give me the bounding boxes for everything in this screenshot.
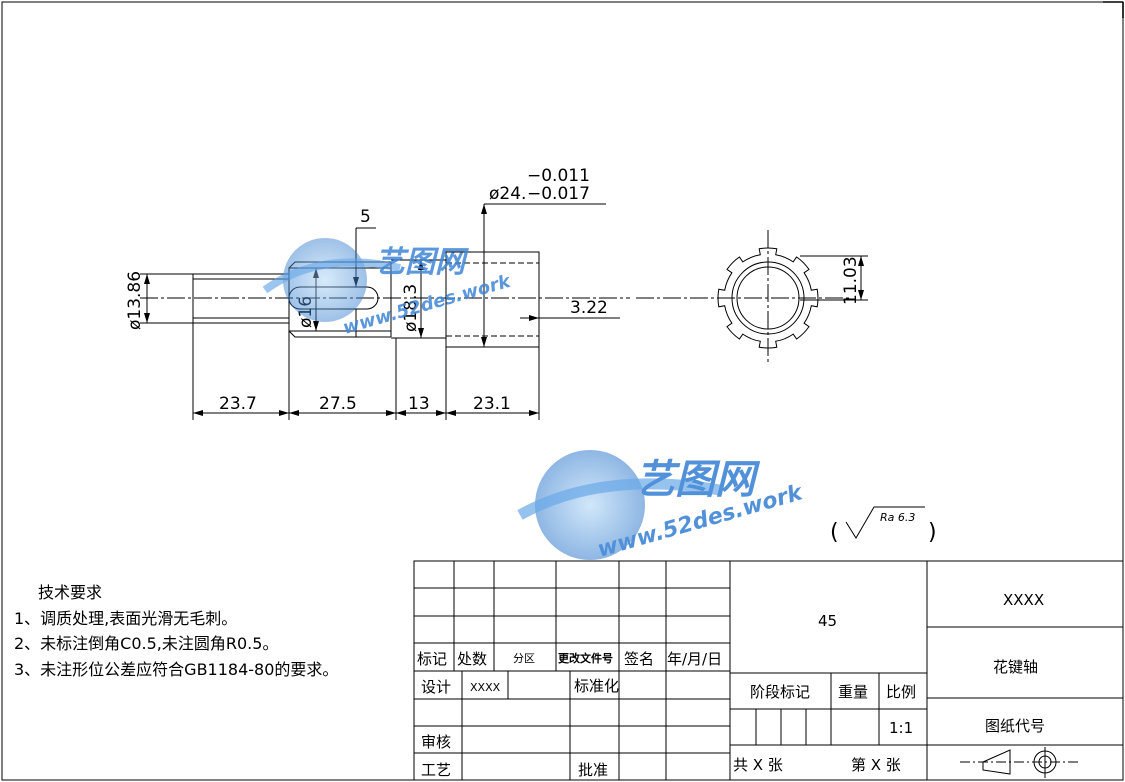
tb-label-process: 工艺: [421, 761, 451, 779]
projection-symbol: [960, 747, 1080, 778]
tech-req-item-3: 3、未注形位公差应符合GB1184-80的要求。: [14, 660, 338, 679]
dim-shaft-dia: ø13.86: [125, 271, 145, 330]
tb-label-mark: 标记: [417, 650, 447, 668]
roughness-value: Ra 6.3: [880, 511, 915, 524]
shaft-end-view: 11.03: [636, 230, 868, 365]
tb-label-sign: 签名: [624, 650, 654, 668]
tb-drawing-no-label: 图纸代号: [985, 717, 1045, 735]
tb-label-stage-mark: 阶段标记: [750, 683, 810, 701]
tech-req-item-2: 2、未标注倒角C0.5,未注圆角R0.5。: [14, 634, 278, 653]
watermark-brand-small: 艺图网: [375, 245, 469, 280]
dim-len-3: 13: [408, 394, 430, 414]
dim-body-dia: ø18.3: [401, 284, 421, 332]
tb-label-weight: 重量: [838, 683, 868, 701]
tech-req-item-1: 1、调质处理,表面光滑无毛刺。: [14, 609, 237, 628]
tb-label-scale: 比例: [886, 683, 916, 701]
dim-groove-depth: 3.22: [570, 298, 608, 318]
tb-label-count: 处数: [457, 650, 487, 668]
tb-label-design: 设计: [421, 678, 451, 696]
dim-tol-lower: −0.017: [527, 184, 590, 204]
tb-designer: XXXX: [470, 681, 501, 694]
tb-sheets: 共 X 张: [733, 756, 783, 774]
svg-text:(: (: [830, 520, 839, 545]
tb-company: XXXX: [1003, 591, 1044, 609]
dim-spline-dia: ø24.: [489, 184, 526, 204]
tech-requirements: 技术要求 1、调质处理,表面光滑无毛刺。 2、未标注倒角C0.5,未注圆角R0.…: [14, 583, 338, 679]
tb-label-standardize: 标准化: [574, 677, 619, 695]
svg-text:): ): [928, 520, 937, 545]
dim-len-2: 27.5: [319, 394, 357, 414]
tech-req-title: 技术要求: [38, 583, 102, 602]
dim-len-1: 23.7: [219, 394, 257, 414]
title-block: 标记 处数 分区 更改文件号 签名 年/月/日 设计 XXXX 标准化 审核 工…: [413, 560, 1124, 781]
tb-material: 45: [818, 612, 837, 630]
shaft-front-view: ø13.86 ø16 5 ø18.3 ø24. −0.017 −0.011 3.…: [125, 166, 630, 420]
tb-label-change-doc: 更改文件号: [558, 651, 613, 665]
tb-label-check: 审核: [421, 733, 451, 751]
tb-scale-value: 1:1: [889, 719, 913, 737]
roughness-symbol: ( Ra 6.3 ): [830, 506, 937, 545]
watermark-brand-large: 艺图网: [635, 457, 761, 503]
watermark-large: 艺图网 www.52des.work: [517, 450, 806, 563]
tb-label-approve: 批准: [578, 761, 608, 779]
dim-len-4: 23.1: [473, 394, 511, 414]
tb-sheet-no: 第 X 张: [851, 756, 901, 774]
tb-part-name: 花键轴: [993, 658, 1038, 676]
tb-label-date: 年/月/日: [667, 650, 722, 668]
tb-label-zone: 分区: [513, 652, 535, 665]
dim-tol-upper: −0.011: [527, 166, 590, 186]
dim-end-size: 11.03: [841, 256, 861, 305]
dim-slot-width: 5: [360, 207, 371, 227]
